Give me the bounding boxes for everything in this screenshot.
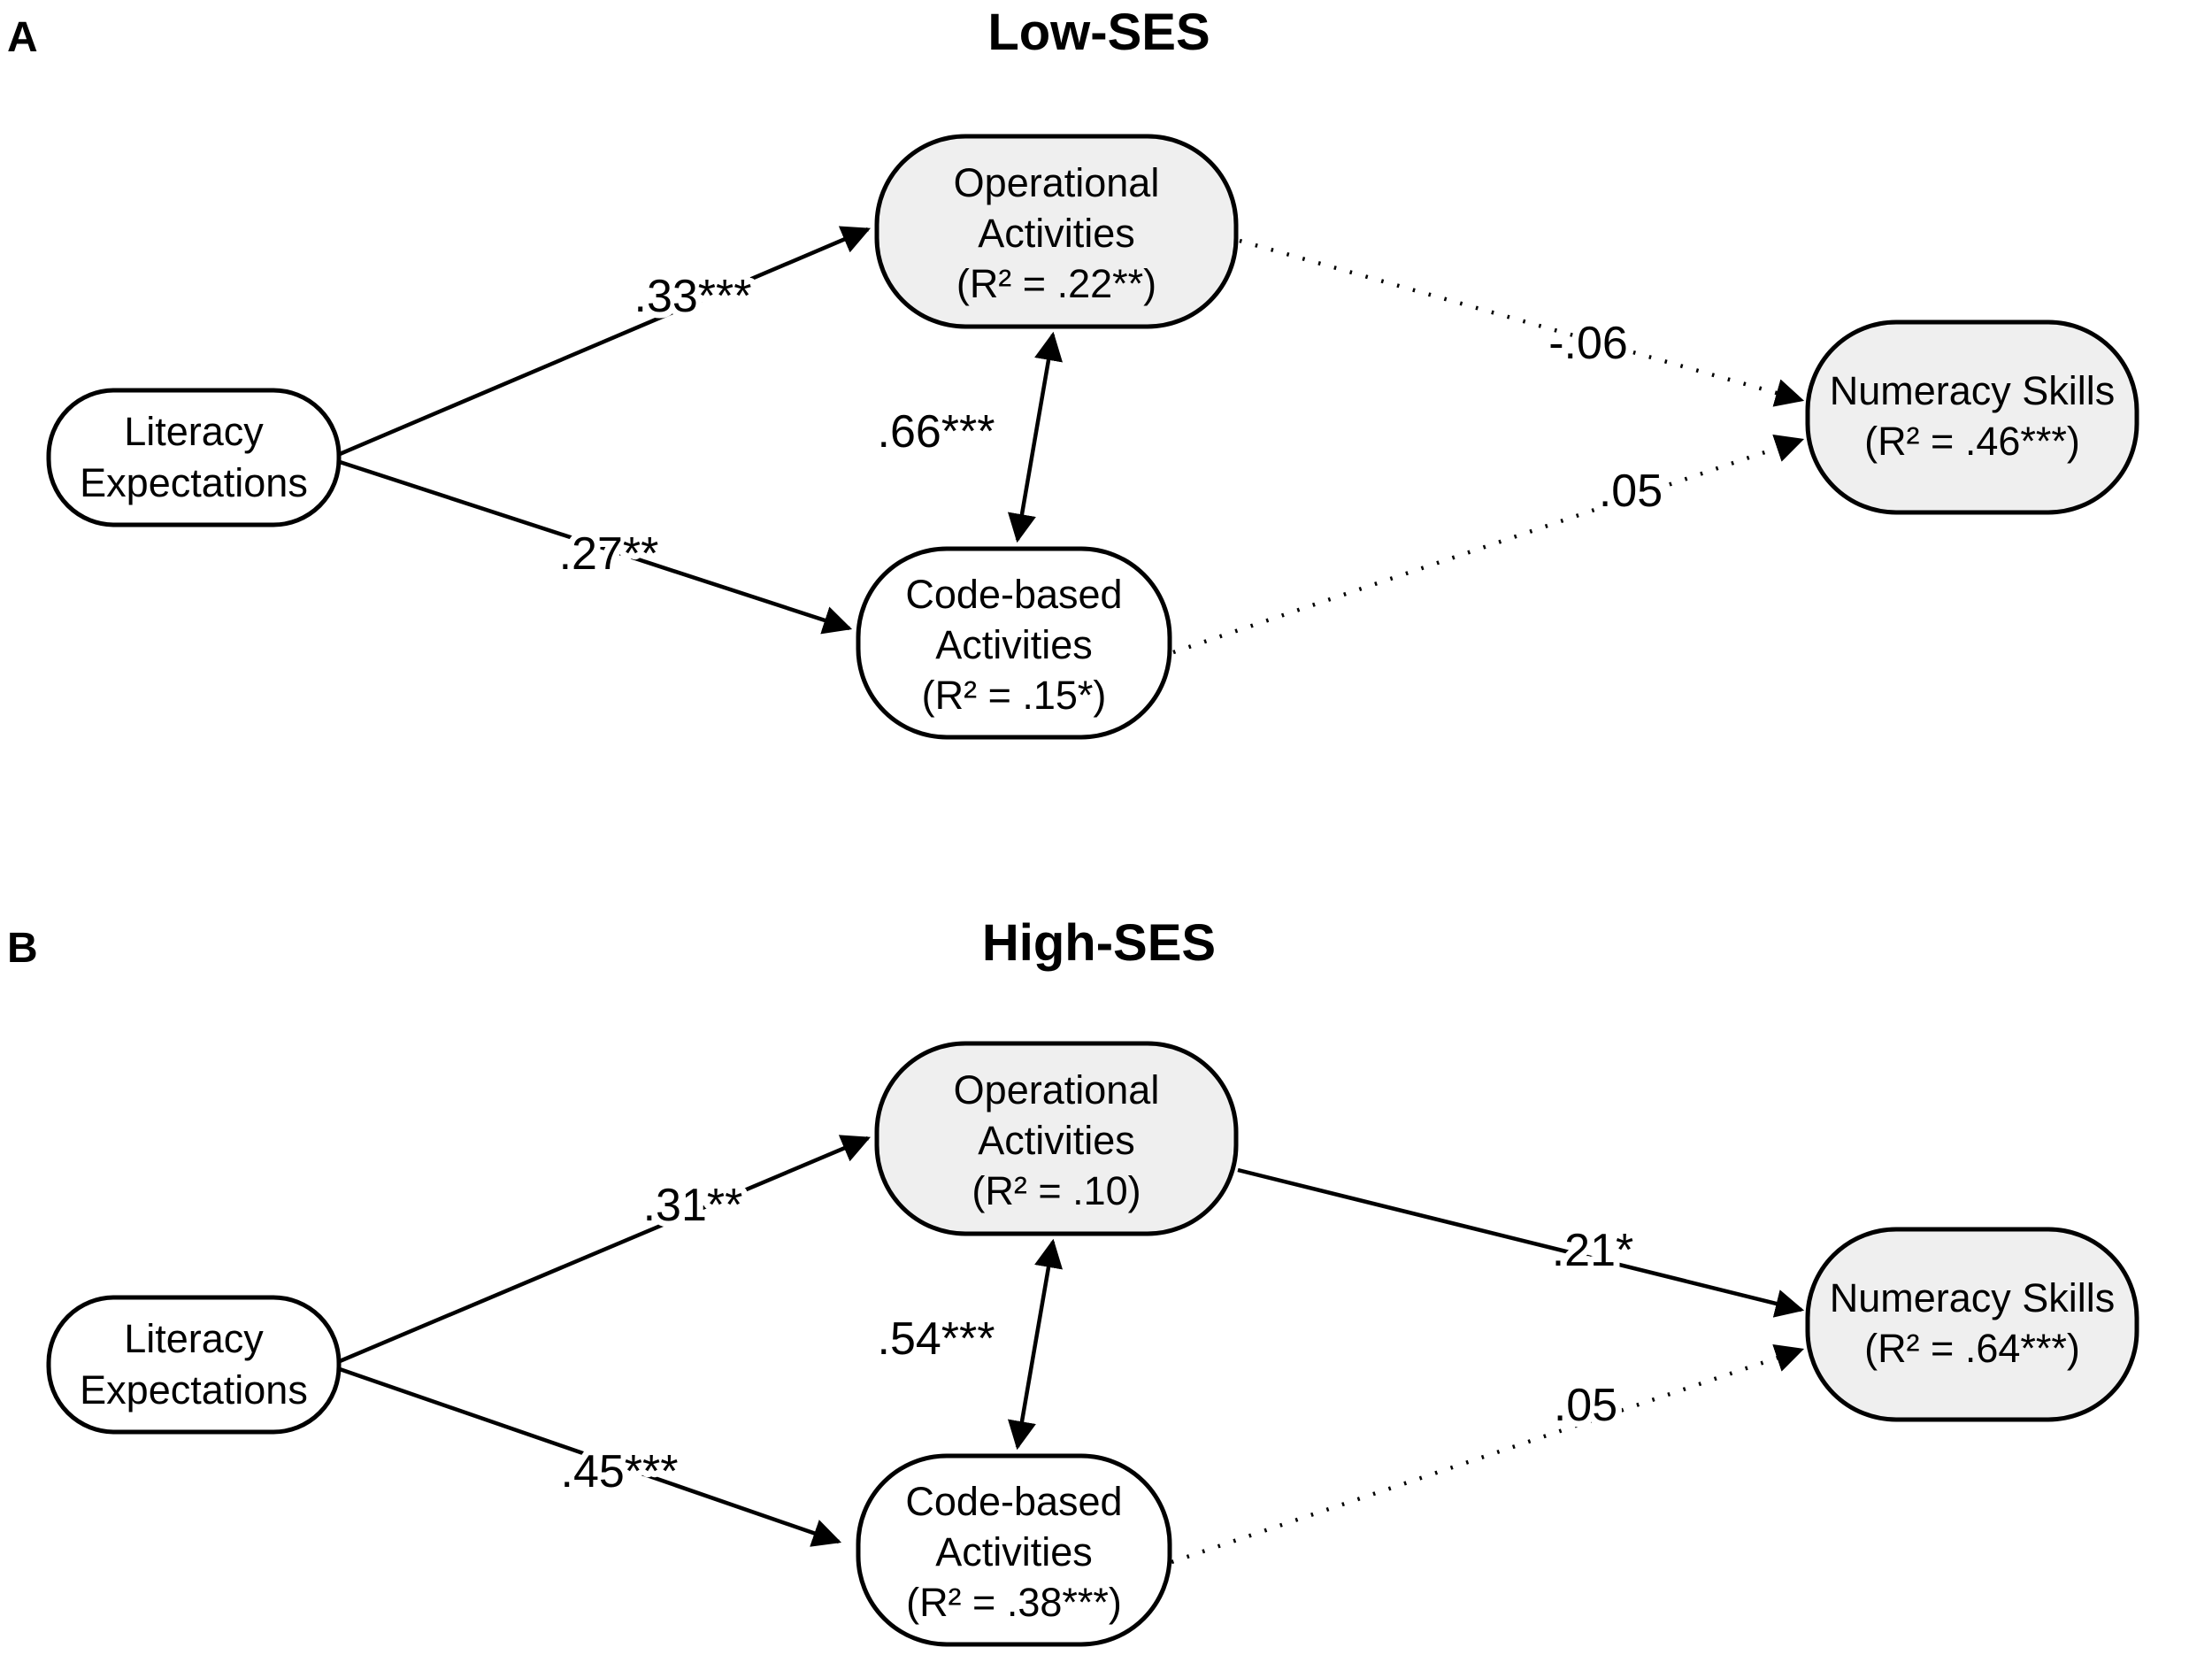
node-codebased-line3: (R² = .15*) (922, 673, 1107, 718)
node-numeracy-shape (1805, 319, 2139, 515)
coefficient-literacy-codebased: .27** (559, 528, 659, 580)
node-codebased-line2: Activities (935, 622, 1093, 667)
path-operational-to-numeracy (1239, 238, 1805, 407)
node-numeracy-line2: (R² = .64***) (1864, 1326, 2080, 1371)
path-literacy-to-codebased (339, 459, 853, 635)
node-literacy-shape (46, 1295, 342, 1435)
coefficient-codebased-numeracy: .05 (1599, 466, 1663, 517)
coefficient-literacy-operational: .33*** (634, 271, 752, 322)
node-operational-line1: Operational (954, 160, 1160, 205)
coefficient-codebased-numeracy: .05 (1554, 1380, 1617, 1431)
path-literacy-to-operational (339, 1135, 871, 1364)
panel-b-letter: B (7, 925, 38, 972)
coefficient-literacy-codebased: .45*** (561, 1446, 679, 1497)
node-codebased-line3: (R² = .38***) (906, 1580, 1122, 1625)
path-codebased-to-numeracy (1172, 434, 1805, 655)
node-operational-line1: Operational (954, 1067, 1160, 1112)
node-codebased-line1: Code-based (905, 1479, 1122, 1524)
node-literacy-expectations: Literacy Expectations (46, 1295, 342, 1435)
coefficient-operational-numeracy: -.06 (1548, 318, 1628, 369)
coefficient-operational-numeracy: .21* (1552, 1225, 1634, 1276)
panel-low-ses: A Low-SES .33*** .27** .66*** -.06 .05 L… (7, 4, 2139, 740)
node-numeracy-line1: Numeracy Skills (1830, 368, 2116, 413)
node-numeracy-skills: Numeracy Skills (R² = .64***) (1805, 1227, 2139, 1422)
node-operational-shape (874, 134, 1239, 329)
node-literacy-expectations: Literacy Expectations (46, 388, 342, 527)
node-numeracy-skills: Numeracy Skills (R² = .46***) (1805, 319, 2139, 515)
node-codebased-line2: Activities (935, 1529, 1093, 1574)
panel-b-title: High-SES (982, 914, 1216, 972)
node-codebased-activities: Code-based Activities (R² = .15*) (856, 546, 1172, 740)
node-codebased-shape (856, 1453, 1172, 1647)
coefficient-covariance: .54*** (878, 1313, 995, 1365)
node-numeracy-shape (1805, 1227, 2139, 1422)
coefficient-literacy-operational: .31** (643, 1180, 743, 1231)
node-literacy-line1: Literacy (124, 1316, 264, 1361)
panel-a-letter: A (7, 14, 38, 61)
path-literacy-to-operational (339, 226, 871, 457)
path-covariance-operational-codebased (1007, 331, 1064, 543)
path-codebased-to-numeracy (1171, 1343, 1805, 1565)
node-operational-line2: Activities (978, 211, 1135, 256)
node-literacy-line2: Expectations (80, 1367, 308, 1413)
node-codebased-activities: Code-based Activities (R² = .38***) (856, 1453, 1172, 1647)
node-operational-activities: Operational Activities (R² = .10) (874, 1041, 1239, 1236)
node-operational-shape (874, 1041, 1239, 1236)
node-codebased-line1: Code-based (905, 572, 1122, 617)
node-numeracy-line2: (R² = .46***) (1864, 419, 2080, 464)
node-codebased-shape (856, 546, 1172, 740)
path-literacy-to-codebased (339, 1366, 842, 1547)
path-covariance-operational-codebased (1007, 1238, 1064, 1451)
coefficient-covariance: .66*** (878, 406, 995, 458)
node-operational-activities: Operational Activities (R² = .22**) (874, 134, 1239, 329)
panel-a-title: Low-SES (987, 4, 1210, 61)
node-literacy-line2: Expectations (80, 460, 308, 505)
node-literacy-shape (46, 388, 342, 527)
node-numeracy-line1: Numeracy Skills (1830, 1275, 2116, 1320)
path-operational-to-numeracy (1237, 1167, 1805, 1318)
panel-high-ses: B High-SES .31** .45*** .54*** .21* .05 … (7, 914, 2139, 1647)
node-literacy-line1: Literacy (124, 409, 264, 454)
node-operational-line3: (R² = .22**) (956, 261, 1156, 306)
node-operational-line2: Activities (978, 1118, 1135, 1163)
node-operational-line3: (R² = .10) (972, 1168, 1141, 1213)
